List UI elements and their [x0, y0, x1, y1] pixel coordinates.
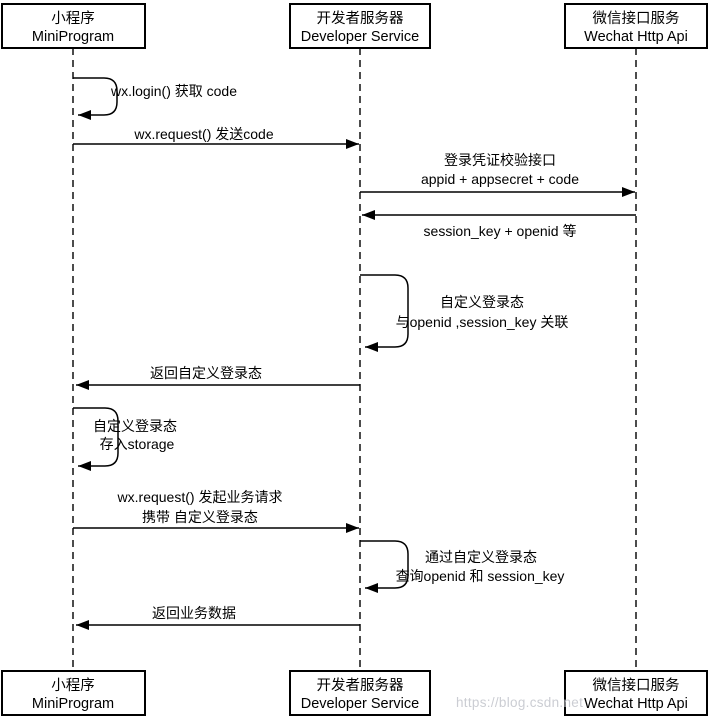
label-query-openid-line1: 通过自定义登录态: [425, 549, 537, 565]
label-store-storage-line1: 自定义登录态: [93, 418, 177, 434]
actor-bottom-wechat-api-cn: 微信接口服务: [593, 677, 680, 694]
actor-top-developer-service-en: Developer Service: [301, 29, 419, 45]
label-wx-login: wx.login() 获取 code: [110, 83, 237, 99]
label-store-storage-line2: 存入storage: [100, 436, 175, 452]
actor-box-bottom-miniprogram: [1, 670, 146, 716]
self-loop-store-storage: [73, 407, 119, 471]
label-code2session-line2: appid + appsecret + code: [421, 171, 579, 187]
self-loop-custom-login-state: [360, 274, 409, 352]
actor-bottom-miniprogram-cn: 小程序: [51, 677, 95, 694]
actor-box-top-wechat-api: [564, 3, 708, 49]
self-loop-wx-login: [73, 77, 118, 120]
label-business-request-line2: 携带 自定义登录态: [142, 509, 258, 525]
actor-bottom-developer-service-cn: 开发者服务器: [317, 677, 404, 694]
label-session-key-return: session_key + openid 等: [424, 223, 577, 239]
label-return-business-data: 返回业务数据: [152, 605, 236, 621]
label-send-code: wx.request() 发送code: [133, 126, 273, 142]
label-custom-login-state-line2: 与openid ,session_key 关联: [396, 314, 569, 330]
actor-top-developer-service-cn: 开发者服务器: [317, 10, 404, 27]
actor-box-top-developer-service: [289, 3, 431, 49]
label-query-openid-line2: 查询openid 和 session_key: [396, 568, 565, 584]
actor-top-wechat-api-en: Wechat Http Api: [584, 29, 688, 45]
actor-top-miniprogram-cn: 小程序: [51, 10, 95, 27]
self-loop-query-openid: [360, 540, 409, 593]
actor-top-wechat-api-cn: 微信接口服务: [593, 10, 680, 27]
label-code2session-line1: 登录凭证校验接口: [444, 152, 556, 168]
label-return-login-state: 返回自定义登录态: [150, 365, 262, 381]
label-custom-login-state-line1: 自定义登录态: [440, 294, 524, 310]
actor-box-bottom-wechat-api: [564, 670, 708, 716]
actor-box-bottom-developer-service: [289, 670, 431, 716]
actor-bottom-miniprogram-en: MiniProgram: [32, 696, 114, 712]
actor-bottom-wechat-api-en: Wechat Http Api: [584, 696, 688, 712]
actor-top-miniprogram-en: MiniProgram: [32, 29, 114, 45]
label-business-request-line1: wx.request() 发起业务请求: [117, 489, 283, 505]
actor-box-top-miniprogram: [1, 3, 146, 49]
csdn-watermark: https://blog.csdn.net: [456, 695, 583, 710]
actor-bottom-developer-service-en: Developer Service: [301, 696, 419, 712]
